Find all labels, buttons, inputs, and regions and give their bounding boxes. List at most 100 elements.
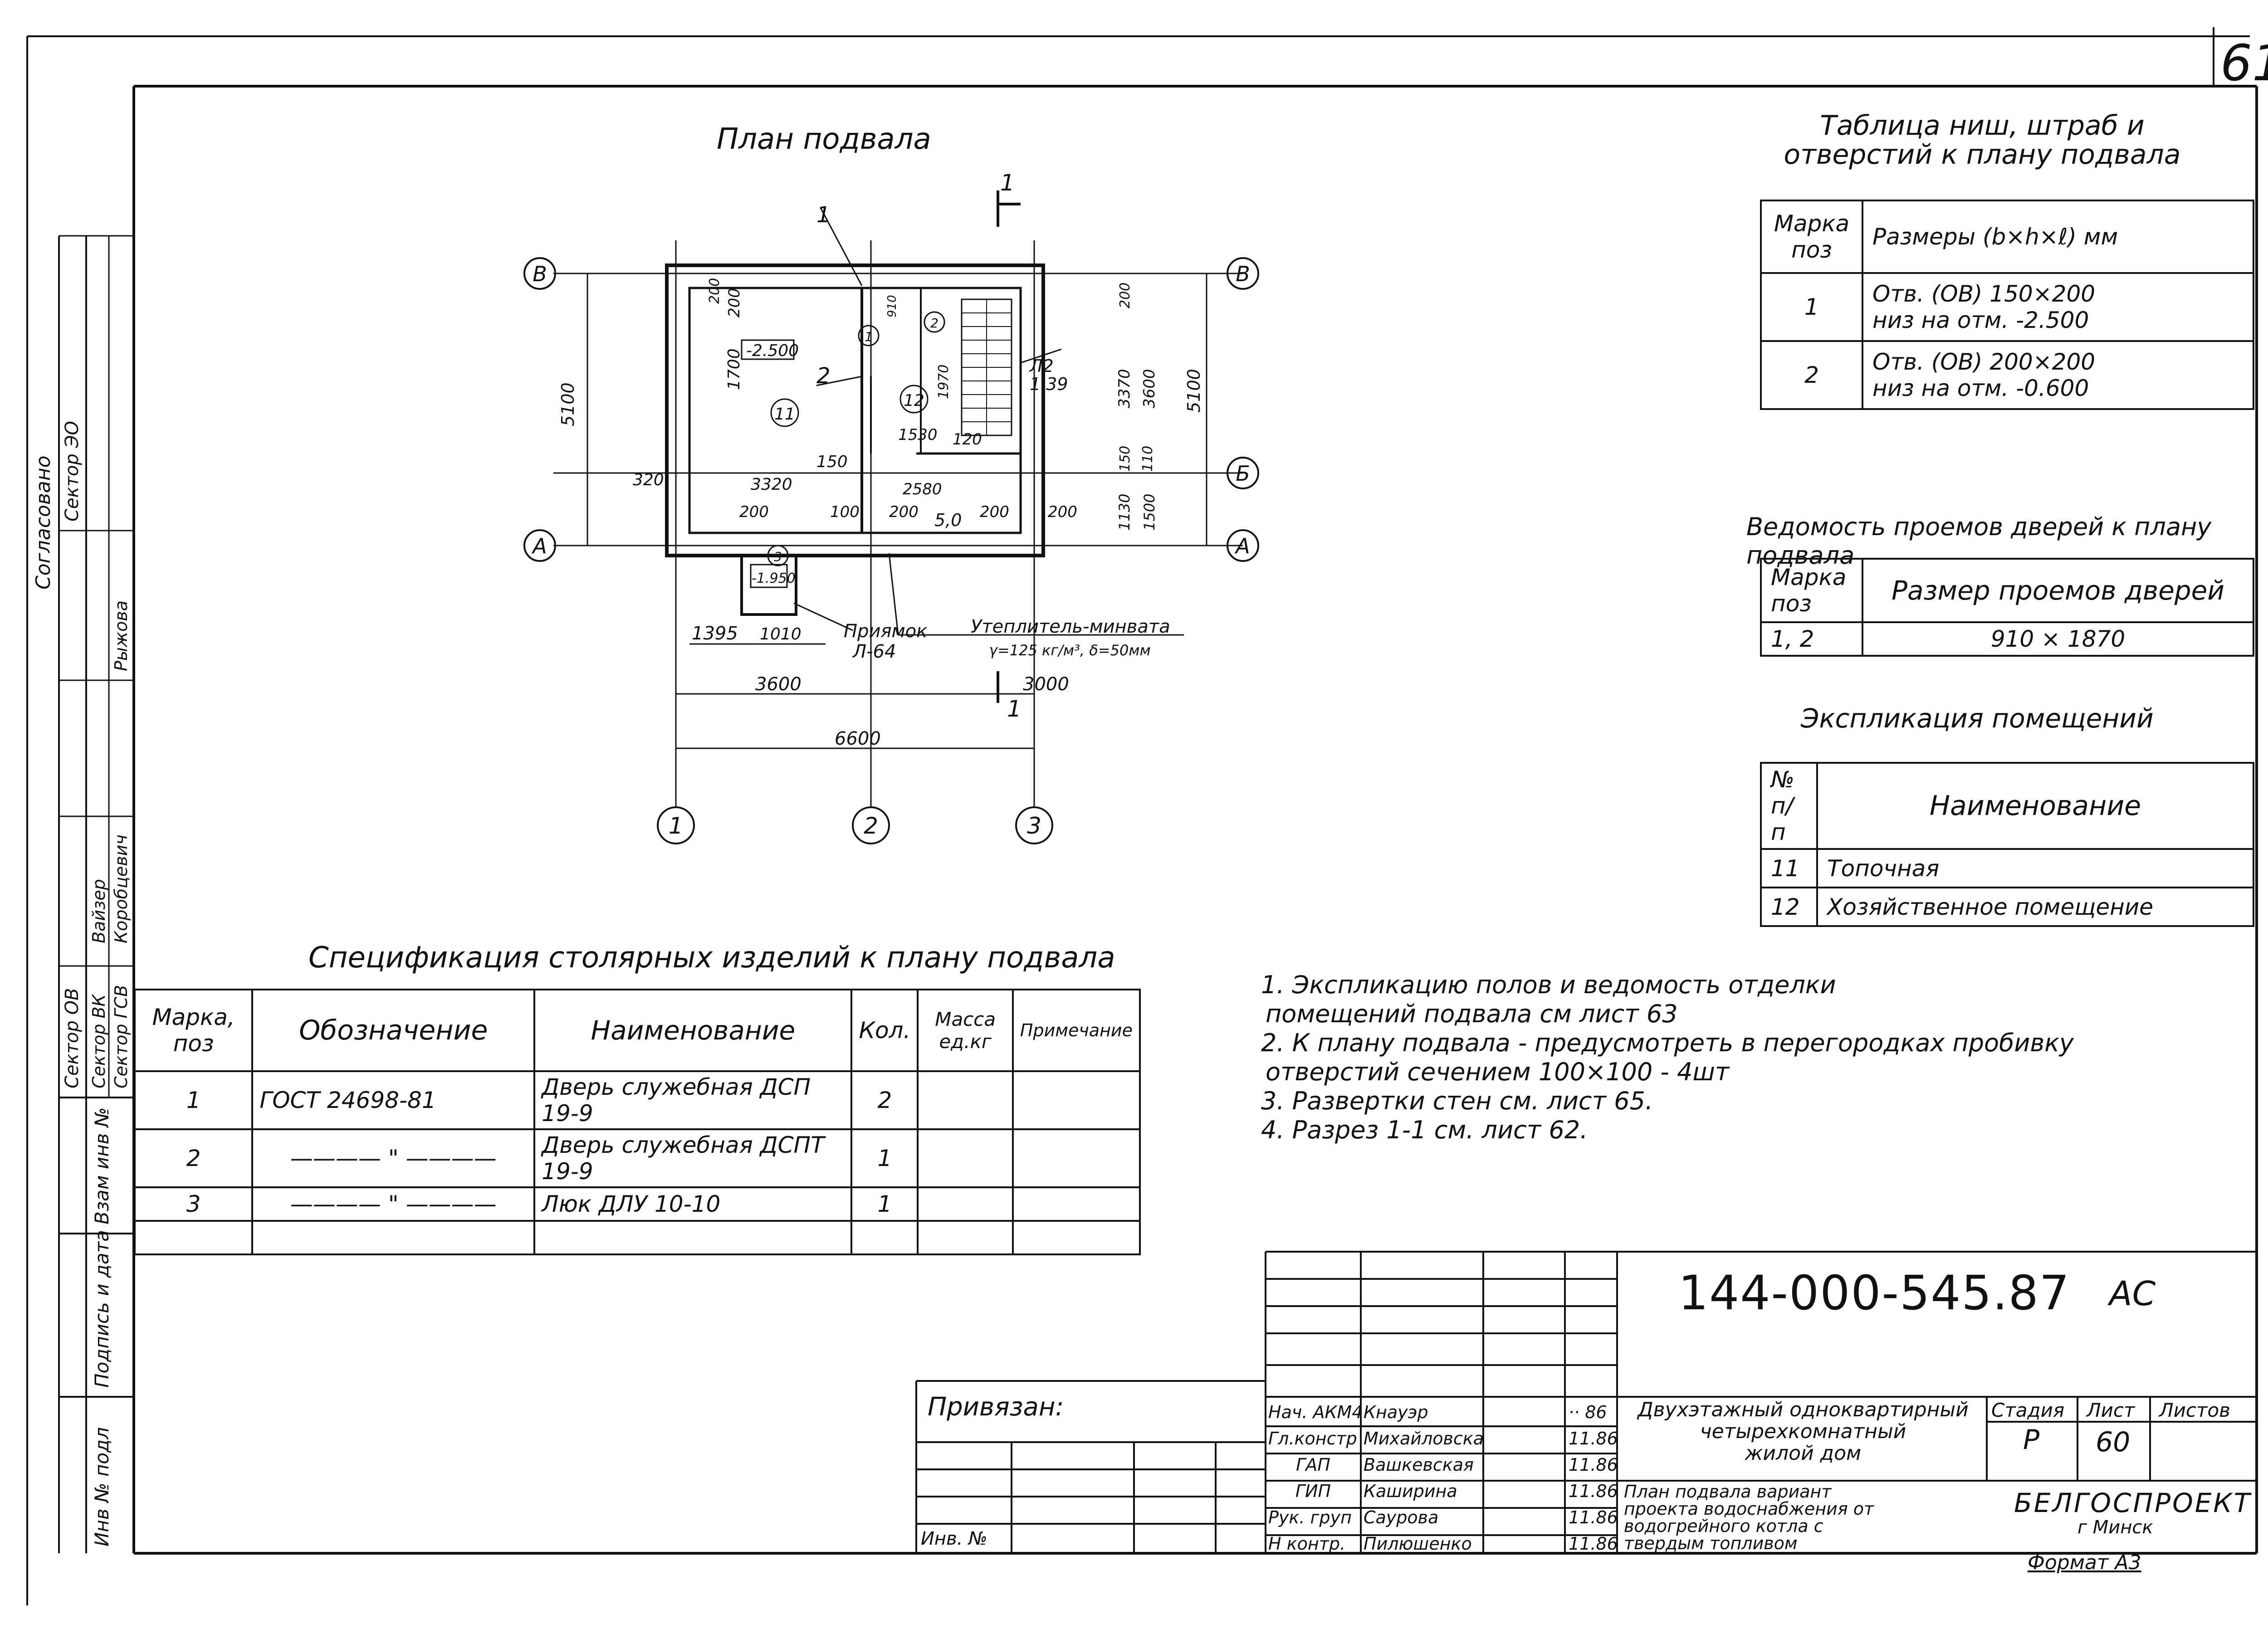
note-line: 4. Разрез 1-1 см. лист 62. (1261, 1116, 1588, 1144)
person-role: Н контр. (1268, 1534, 1346, 1554)
page-number: 61 (2220, 34, 2268, 92)
room-row-1-no: 11 (1760, 848, 1818, 888)
stage-header: Стадия (1991, 1399, 2065, 1421)
person-signature (1483, 1399, 1566, 1425)
spec-cell: Дверь служебная ДСПТ 19-9 (533, 1128, 853, 1188)
person-name: Саурова (1364, 1507, 1439, 1527)
dim-100: 100 (830, 503, 860, 521)
dim-1395: 1395 (692, 623, 738, 644)
door-row-size: 910 × 1870 (1862, 621, 2254, 657)
niche-head-mark: Марка поз (1760, 200, 1863, 274)
dim-150: 150 (816, 453, 848, 471)
axis-v-top-right: В (1236, 262, 1250, 286)
spec-cell (1012, 1128, 1141, 1188)
label-five: 5,0 (934, 510, 962, 530)
spec-head-name: Наименование (533, 989, 853, 1072)
spec-cell: 1 (133, 1070, 254, 1130)
city: г Минск (2077, 1517, 2153, 1538)
niche-head-size: Размеры (b×h×ℓ) мм (1862, 200, 2254, 274)
axis-1: 1 (669, 813, 683, 839)
person-signature (1483, 1504, 1566, 1531)
insulation-spec: γ=125 кг/м³, δ=50мм (989, 642, 1151, 659)
spec-row: 1 ГОСТ 24698-81 Дверь служебная ДСП 19-9… (133, 1070, 1141, 1130)
insulation-label: Утеплитель-минвата (971, 616, 1170, 637)
room-table: № п/п Наименование 11 Топочная 12 Хозяйс… (1760, 762, 2254, 927)
spec-row: 2 ———— " ———— Дверь служебная ДСПТ 19-9 … (133, 1128, 1141, 1188)
person-name: Кнауэр (1364, 1402, 1428, 1422)
hatch-3-label: 3 (774, 549, 782, 564)
niche-row-1-mark: 1 (1760, 272, 1863, 342)
axis-3: 3 (1027, 813, 1041, 839)
door-2-label: 2 (930, 316, 938, 331)
spec-head-designation: Обозначение (251, 989, 536, 1072)
section-mark-top: 1 (1000, 172, 1015, 196)
person-signature (1483, 1425, 1566, 1452)
spec-cell (251, 1220, 536, 1255)
dim-110: 110 (1140, 446, 1156, 472)
project-title-line: четырехкомнатный (1700, 1420, 1906, 1443)
niche-row-2-mark: 2 (1760, 340, 1863, 410)
inv-label: Инв. № (921, 1528, 987, 1549)
spec-cell: 2 (133, 1128, 254, 1188)
sheets-header: Листов (2159, 1399, 2230, 1421)
pit-label: Приямок (844, 621, 927, 642)
spec-cell: 2 (850, 1070, 919, 1130)
person-signature (1483, 1452, 1566, 1478)
level-mark-1: -2.500 (746, 341, 799, 360)
person-role: Рук. груп (1268, 1507, 1352, 1527)
spec-cell (917, 1128, 1014, 1188)
dim-3600-v: 3600 (1140, 369, 1158, 408)
spec-title: Спецификация столярных изделий к плану п… (308, 941, 1115, 975)
room-11-label: 11 (774, 405, 795, 424)
spec-head-mass: Масса ед.кг (917, 989, 1014, 1072)
person-date: ·· 86 (1569, 1402, 1607, 1422)
spec-cell: Дверь служебная ДСП 19-9 (533, 1070, 853, 1130)
dim-3370: 3370 (1115, 369, 1134, 408)
niche-table: Марка поз Размеры (b×h×ℓ) мм 1 Отв. (ОВ)… (1760, 200, 2254, 410)
spec-cell: 3 (133, 1186, 254, 1222)
spec-cell: ГОСТ 24698-81 (251, 1070, 536, 1130)
stair-label: Л2 (1029, 356, 1054, 376)
axis-v-top-left: В (533, 262, 547, 286)
spec-cell (917, 1070, 1014, 1130)
spec-cell (533, 1220, 853, 1255)
niche-title-line1: Таблица ниш, штраб и (1820, 110, 2145, 141)
spec-cell (1012, 1186, 1141, 1222)
dim-200-4: 200 (739, 503, 769, 521)
dim-3320: 3320 (751, 475, 792, 494)
sheet-format: Формат А3 (2028, 1551, 2141, 1574)
axis-a-right: А (1234, 534, 1250, 558)
stair-number: 1.39 (1030, 374, 1068, 394)
person-date: 11.86 (1569, 1534, 1617, 1554)
person-role: ГАП (1296, 1455, 1330, 1475)
person-name: Вашкевская (1364, 1455, 1474, 1475)
dim-1010: 1010 (760, 625, 802, 644)
dim-1530: 1530 (898, 426, 938, 444)
person-name: Михайловская (1364, 1429, 1483, 1449)
document-code: 144-000-545.87 (1678, 1265, 2070, 1321)
spec-cell (850, 1220, 919, 1255)
dim-5100-left: 5100 (558, 382, 578, 426)
spec-cell (917, 1220, 1014, 1255)
person-row: Рук. груп Саурова 11.86 (1266, 1504, 1617, 1531)
person-name: Каширина (1364, 1481, 1457, 1501)
basement-plan: В В А А Б 1 2 3 1 1 1 2 -2.500 11 12 1 2… (523, 172, 1259, 844)
room-12-label: 12 (904, 391, 924, 410)
dim-320: 320 (633, 471, 664, 489)
spec-row: 3 ———— " ———— Люк ДЛУ 10-10 1 (133, 1186, 1141, 1222)
spec-table: Марка, поз Обозначение Наименование Кол.… (133, 989, 1141, 1255)
spec-head-mark: Марка, поз (133, 989, 254, 1072)
organization: БЕЛГОСПРОЕКТ (2014, 1488, 2252, 1518)
room-head-name: Наименование (1816, 762, 2254, 850)
person-date: 11.86 (1569, 1507, 1617, 1527)
sheet-title-line: водогрейного котла с (1624, 1516, 1823, 1536)
section-mark-bottom: 1 (1007, 696, 1022, 722)
